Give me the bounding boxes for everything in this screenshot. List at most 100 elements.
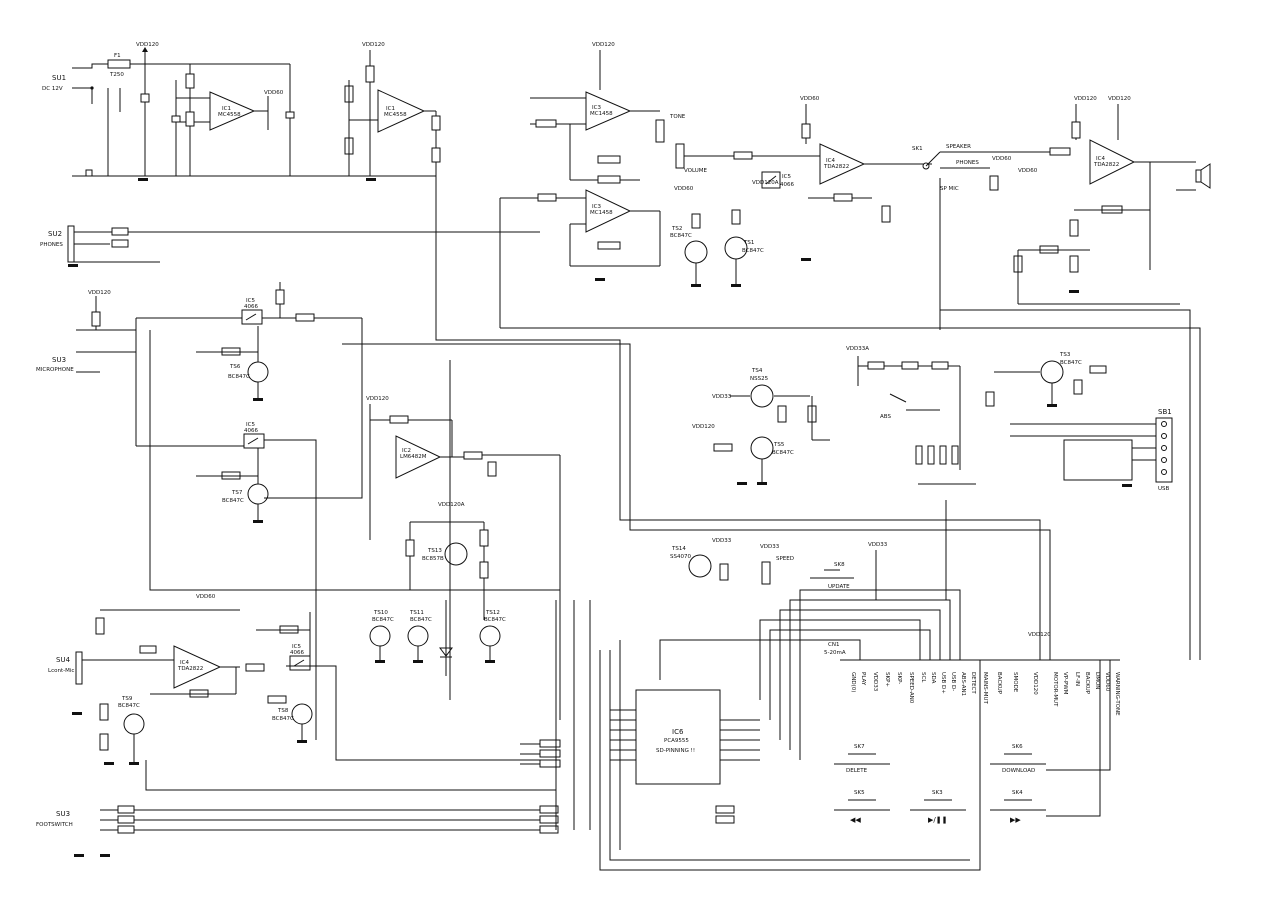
ic5a-ref: IC5: [246, 298, 255, 304]
ts3-ref: TS3: [1059, 352, 1071, 358]
forward-label: ▶▶: [1010, 816, 1021, 824]
ts12-transistor: TS12 BC847C: [479, 610, 506, 663]
ic7-opamp: IC2 LM6482M VDD120: [366, 396, 560, 540]
ic6-sub: SD-PINNING !!: [656, 748, 695, 754]
ts5-ref: TS5: [773, 442, 785, 448]
su3-sub: MICROPHONE: [36, 367, 74, 373]
pin-4: SKP-: [896, 672, 902, 684]
download-button[interactable]: SK6 DOWNLOAD: [990, 744, 1046, 774]
rewind-button[interactable]: SK5 ◀◀: [834, 790, 890, 824]
pin-21: VDD60: [1104, 672, 1110, 692]
pin-22: WARNING-TONE: [1114, 672, 1120, 716]
ic1b-opamp: IC1 MC4558 VDD120: [344, 42, 441, 176]
ground-symbols-top: [138, 178, 376, 181]
ic4b-part: TDA2822: [1093, 162, 1119, 168]
ic1a-opamp: IC1 MC4558 VDD60: [171, 64, 295, 176]
vdd60-sp: VDD60: [992, 156, 1012, 162]
resistor-bank: [915, 445, 976, 600]
update-button[interactable]: SK8 UPDATE: [810, 562, 854, 590]
ic3a-part: MC1458: [590, 111, 613, 117]
ic5a-switch: IC5 4066: [241, 282, 362, 325]
ic4b-amp: IC4 TDA2822 VDD120 VDD120: [1049, 96, 1176, 270]
ts6-ref: TS6: [229, 364, 241, 370]
ts6-transistor: TS6 BC847C: [196, 326, 269, 401]
forward-button[interactable]: SK4 ▶▶: [990, 790, 1046, 824]
ic3b-opamp: IC3 MC1458: [499, 189, 661, 328]
ts3-part: BC847C: [1060, 360, 1082, 366]
ic5d-switch: IC5 4066 VDD120A: [700, 151, 820, 189]
pin-9: USB D-: [950, 672, 956, 691]
pin-5: SPEED-AN0: [908, 672, 914, 704]
sk8-ref: SK8: [834, 562, 845, 568]
pin-7: SDA: [930, 672, 936, 684]
ts5-transistor: TS5 BC847C VDD120: [692, 396, 830, 485]
phones-block: SU2 PHONES: [40, 225, 540, 267]
sk4-ref: SK4: [1012, 790, 1023, 796]
ts11-transistor: TS11 BC847C: [407, 610, 432, 663]
ts4-part: NSS25: [750, 376, 769, 382]
footswitch-block: SU3 FOOTSWITCH: [36, 805, 559, 857]
fuse-value: T250: [109, 72, 124, 78]
su4-sub: Lcont-Mic: [48, 668, 74, 674]
ic5b-switch: IC5 4066: [136, 422, 316, 449]
play-pause-button[interactable]: SK3 ▶/❚❚: [910, 790, 966, 824]
c48-cap: VDD33: [868, 542, 888, 600]
sk6-ref: SK6: [1012, 744, 1023, 750]
pin-0: GND(0): [850, 672, 856, 692]
delete-label: DELETE: [846, 768, 868, 774]
ts5-vdd: VDD120: [692, 424, 715, 430]
ts14-vdd: VDD33: [712, 538, 732, 544]
su4-label: SU4: [56, 656, 71, 664]
led-block: [439, 600, 453, 676]
vdd33a-label: VDD33A: [846, 346, 869, 352]
ts2-transistor: TS2 BC847C: [670, 213, 708, 287]
ic5c-part: 4066: [290, 650, 304, 656]
sp-mic-label: SP MIC: [940, 186, 959, 192]
cn1-label: CN1: [828, 642, 839, 648]
ts13-vdd: VDD120A: [438, 502, 465, 508]
power-input-block: F1 T250 VDD120 SU1 DC 12V: [42, 42, 436, 177]
ic3a-vdd: VDD120: [592, 42, 615, 48]
sb1-label: SB1: [1158, 408, 1172, 416]
ic4a-ref: IC4: [826, 158, 835, 164]
pin-10: ABS-AN1: [960, 672, 966, 696]
rewind-label: ◀◀: [850, 816, 861, 824]
ic2-vdd: VDD60: [196, 594, 216, 600]
ts1-part: BC847C: [742, 248, 764, 254]
ic1b-ref: IC1: [386, 106, 395, 112]
ts1-ref: TS1: [743, 240, 754, 246]
su5-sub: FOOTSWITCH: [36, 822, 73, 828]
su3-label: SU3: [52, 356, 66, 364]
delete-button[interactable]: SK7 DELETE: [834, 744, 890, 774]
pin-16: MOTOR-MUT: [1052, 672, 1058, 707]
ts12-part: BC847C: [484, 617, 506, 623]
ts5-part: BC847C: [772, 450, 794, 456]
c48-vdd: VDD33: [868, 542, 888, 548]
ts6-part: BC847C: [228, 374, 250, 380]
cn1-value: 5-20mA: [824, 650, 846, 656]
microphone-block: SU3 MICROPHONE VDD120: [36, 290, 242, 446]
abs-block: VDD33A ABS: [846, 346, 995, 470]
sk5-ref: SK5: [854, 790, 865, 796]
ic5b-part: 4066: [244, 428, 258, 434]
abs-label: ABS: [880, 414, 891, 420]
sk1-ref: SK1: [912, 146, 923, 152]
speed-vdd: VDD33: [760, 544, 780, 550]
sk7-ref: SK7: [854, 744, 865, 750]
pin-14: SMODE: [1012, 672, 1018, 693]
pin-20: DMON: [1094, 672, 1100, 689]
ic5d-vdd: VDD120A: [752, 180, 779, 186]
ts12-ref: TS12: [485, 610, 500, 616]
su2-sub: PHONES: [40, 242, 63, 248]
interconnect-wires: [145, 176, 1201, 871]
ts3-transistor: TS3 BC847C: [994, 352, 1107, 407]
su1-label: SU1: [52, 74, 66, 82]
pin-17: VP-PWM: [1062, 672, 1068, 695]
fuse-label: F1: [114, 53, 121, 59]
pin-2: VDD33: [872, 672, 878, 692]
pin-3: SKP+: [884, 672, 890, 687]
pin-15: VDD120: [1032, 672, 1038, 695]
ic5b-ref: IC5: [246, 422, 255, 428]
download-label: DOWNLOAD: [1002, 768, 1035, 774]
